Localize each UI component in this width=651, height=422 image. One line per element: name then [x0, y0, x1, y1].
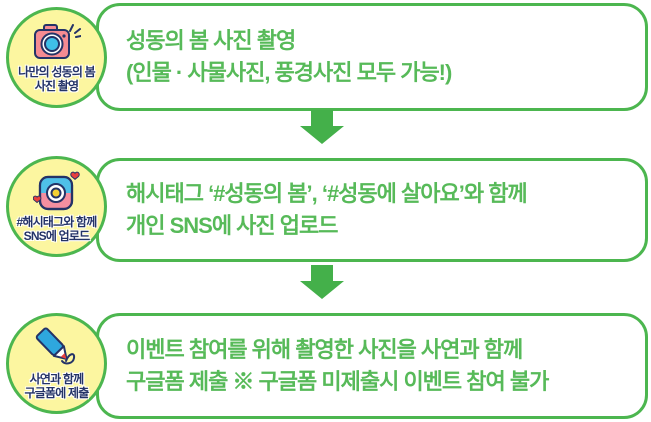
- step-3-text-line2: 구글폼 제출 ※ 구글폼 미제출시 이벤트 참여 불가: [126, 369, 549, 394]
- pencil-icon: [32, 327, 82, 371]
- hashtag-sns-upload-icon: [32, 170, 81, 214]
- step-2-badge-label-line1: #해시태그와 함께: [16, 215, 97, 229]
- step-1-badge-label-line2: 사진 촬영: [34, 79, 79, 93]
- down-arrow-2: [300, 265, 344, 304]
- step-1-badge-label-line1: 나만의 성동의 봄: [18, 65, 96, 79]
- step-3-box: 이벤트 참여를 위해 촬영한 사진을 사연과 함께 구글폼 제출 ※ 구글폼 미…: [96, 313, 648, 419]
- step-3-text-line1: 이벤트 참여를 위해 촬영한 사진을 사연과 함께: [126, 337, 523, 362]
- step-1-badge: 나만의 성동의 봄 사진 촬영: [6, 7, 107, 108]
- step-2-box: 해시태그 ‘#성동의 봄’, ‘#성동에 살아요’와 함께 개인 SNS에 사진…: [96, 158, 648, 262]
- step-2-text-line2: 개인 SNS에 사진 업로드: [126, 213, 339, 238]
- step-3-badge-label-line2: 구글폼에 제출: [24, 386, 90, 400]
- down-arrow-1: [300, 110, 344, 149]
- step-2-badge: #해시태그와 함께 SNS에 업로드: [6, 156, 107, 257]
- camera-icon: [33, 22, 81, 64]
- step-1-text-line1: 성동의 봄 사진 촬영: [126, 28, 296, 53]
- step-3-badge: 사연과 함께 구글폼에 제출: [6, 313, 107, 414]
- step-2-badge-label-line2: SNS에 업로드: [23, 229, 91, 243]
- step-3-badge-label-line1: 사연과 함께: [29, 372, 85, 386]
- step-2-text-line1: 해시태그 ‘#성동의 봄’, ‘#성동에 살아요’와 함께: [126, 181, 528, 206]
- step-1-text-line2: (인물 · 사물사진, 풍경사진 모두 가능!): [126, 60, 452, 85]
- step-1-box: 성동의 봄 사진 촬영 (인물 · 사물사진, 풍경사진 모두 가능!): [96, 3, 648, 111]
